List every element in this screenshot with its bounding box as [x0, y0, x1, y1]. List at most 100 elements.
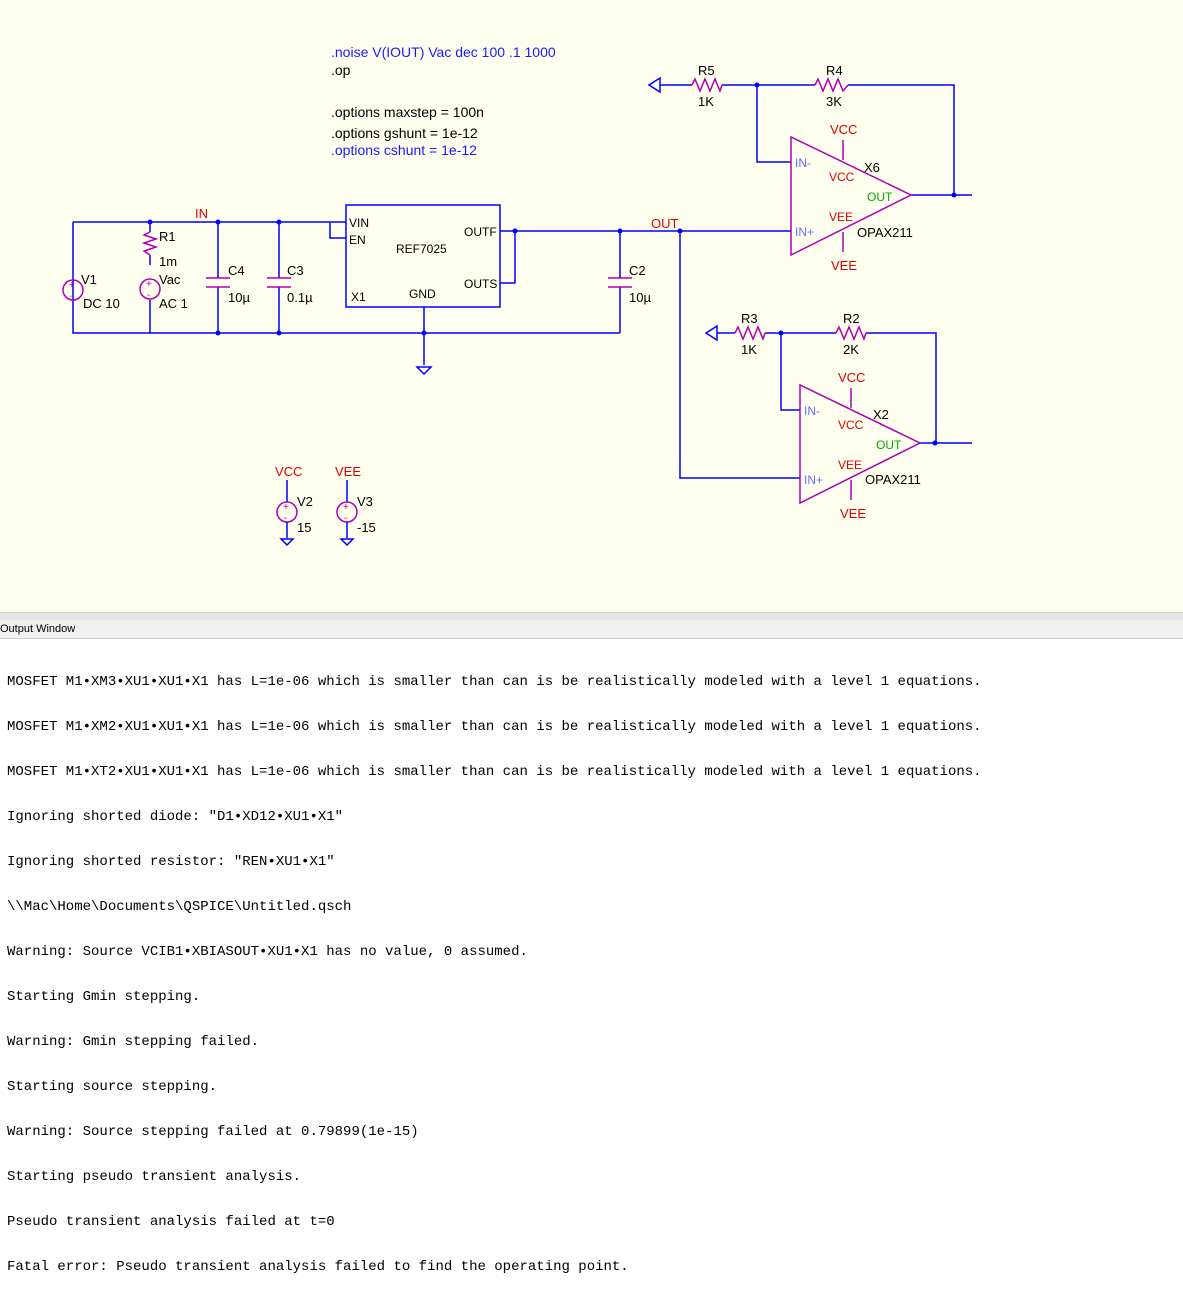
c2-value: 10µ [629, 290, 651, 305]
log-line: Fatal error: Pseudo transient analysis f… [7, 1259, 629, 1275]
net-label-out[interactable]: OUT [651, 216, 679, 231]
x1-pin-outf: OUTF [464, 225, 497, 239]
r3-value: 1K [741, 342, 757, 357]
resistor-r1[interactable] [141, 231, 159, 256]
x6-pin-out: OUT [867, 190, 893, 204]
x1-pin-vin: VIN [349, 216, 369, 230]
net-label-in[interactable]: IN [195, 206, 208, 221]
ground-arrow-icon [647, 76, 661, 94]
window-splitter[interactable] [0, 612, 1183, 621]
v2-net-vcc[interactable]: VCC [275, 464, 302, 479]
output-window[interactable]: Output Window MOSFET M1•XM3•XU1•XU1•X1 h… [0, 620, 1183, 1275]
log-line: Starting pseudo transient analysis. [7, 1169, 302, 1185]
x6-ref: X6 [864, 160, 880, 175]
wire-x2-feedback[interactable] [717, 332, 972, 444]
log-line: Ignoring shorted diode: "D1•XD12•XU1•X1" [7, 809, 344, 825]
vac-name: Vac [159, 272, 181, 287]
x6-pin-vee: VEE [829, 210, 853, 224]
r2-value: 2K [843, 342, 859, 357]
directive-cshunt[interactable]: .options cshunt = 1e-12 [331, 142, 477, 158]
svg-text:-: - [70, 291, 73, 302]
source-v2[interactable]: + - [276, 501, 298, 524]
wire-net-out[interactable] [500, 230, 800, 479]
r5-value: 1K [698, 94, 714, 109]
x2-part: OPAX211 [865, 472, 921, 487]
x2-pin-in-minus: IN- [804, 404, 820, 418]
wire-x6-feedback[interactable] [660, 84, 972, 196]
log-line: MOSFET M1•XM2•XU1•XU1•X1 has L=1e-06 whi… [7, 719, 982, 735]
c3-value: 0.1µ [287, 290, 313, 305]
x2-vee-bottom: VEE [840, 506, 866, 521]
svg-text:-: - [284, 513, 287, 524]
directive-op[interactable]: .op [331, 62, 351, 78]
r2-name: R2 [843, 311, 860, 326]
x1-pin-gnd: GND [409, 287, 436, 301]
source-v3[interactable]: + - [336, 501, 358, 524]
v3-value: -15 [357, 520, 376, 535]
directive-noise[interactable]: .noise V(IOUT) Vac dec 100 .1 1000 [331, 44, 556, 60]
x6-pin-vcc: VCC [829, 170, 855, 184]
x1-ref: X1 [351, 290, 366, 304]
resistor-r2[interactable] [835, 325, 867, 342]
schematic-canvas[interactable]: .noise V(IOUT) Vac dec 100 .1 1000 .op .… [0, 0, 1183, 612]
ref7025-block[interactable] [345, 204, 501, 308]
log-line: MOSFET M1•XM3•XU1•XU1•X1 has L=1e-06 whi… [7, 674, 982, 690]
x2-ref: X2 [873, 407, 889, 422]
r4-value: 3K [826, 94, 842, 109]
x6-part: OPAX211 [857, 225, 913, 240]
ground-arrow-icon-2 [704, 324, 718, 342]
c2-name: C2 [629, 263, 646, 278]
ground-icon [415, 366, 433, 376]
ground-icon-v2 [279, 538, 295, 547]
log-line: Pseudo transient analysis failed at t=0 [7, 1214, 335, 1230]
x2-pin-vcc: VCC [838, 418, 864, 432]
capacitor-c4[interactable] [206, 277, 230, 288]
svg-text:+: + [69, 280, 75, 291]
output-window-title: Output Window [0, 620, 1183, 639]
capacitor-c2[interactable] [608, 277, 632, 288]
resistor-r3[interactable] [734, 325, 766, 342]
x6-vee-bottom: VEE [831, 258, 857, 273]
wire-net-in[interactable] [72, 221, 620, 365]
log-line: Starting Gmin stepping. [7, 989, 201, 1005]
r5-name: R5 [698, 63, 715, 78]
log-line: MOSFET M1•XT2•XU1•XU1•X1 has L=1e-06 whi… [7, 764, 982, 780]
v2-name: V2 [297, 494, 313, 509]
svg-text:-: - [344, 513, 347, 524]
log-line: Starting source stepping. [7, 1079, 218, 1095]
capacitor-c3[interactable] [267, 277, 291, 288]
ground-icon-v3 [339, 538, 355, 547]
x2-pin-in-plus: IN+ [804, 473, 823, 487]
r3-name: R3 [741, 311, 758, 326]
log-line: \\Mac\Home\Documents\QSPICE\Untitled.qsc… [7, 899, 352, 915]
directive-gshunt[interactable]: .options gshunt = 1e-12 [331, 125, 478, 141]
x2-vcc-top: VCC [838, 370, 865, 385]
c4-value: 10µ [228, 290, 250, 305]
x6-pin-in-plus: IN+ [795, 225, 814, 239]
c3-name: C3 [287, 263, 304, 278]
x6-vcc-top: VCC [830, 122, 857, 137]
r1-name: R1 [159, 229, 176, 244]
directive-maxstep[interactable]: .options maxstep = 100n [331, 104, 484, 120]
x6-pin-in-minus: IN- [795, 156, 811, 170]
resistor-r4[interactable] [814, 77, 849, 93]
source-vac[interactable]: + - [139, 278, 161, 301]
x2-pin-out: OUT [876, 438, 902, 452]
svg-text:+: + [146, 279, 152, 290]
v1-value: DC 10 [83, 296, 120, 311]
output-log[interactable]: MOSFET M1•XM3•XU1•XU1•X1 has L=1e-06 whi… [0, 639, 1183, 1305]
r4-name: R4 [826, 63, 843, 78]
v2-value: 15 [297, 520, 311, 535]
log-line: Warning: Source VCIB1•XBIASOUT•XU1•X1 ha… [7, 944, 528, 960]
x2-pin-vee: VEE [838, 458, 862, 472]
source-v1[interactable]: + - [62, 279, 84, 302]
v1-name: V1 [81, 272, 97, 287]
svg-text:+: + [283, 502, 289, 513]
resistor-r5[interactable] [691, 77, 723, 94]
opamp-x6[interactable] [790, 135, 913, 257]
vac-value: AC 1 [159, 296, 188, 311]
x1-pin-outs: OUTS [464, 277, 497, 291]
v3-net-vee[interactable]: VEE [335, 464, 361, 479]
opamp-x2[interactable] [799, 383, 922, 505]
c4-name: C4 [228, 263, 245, 278]
